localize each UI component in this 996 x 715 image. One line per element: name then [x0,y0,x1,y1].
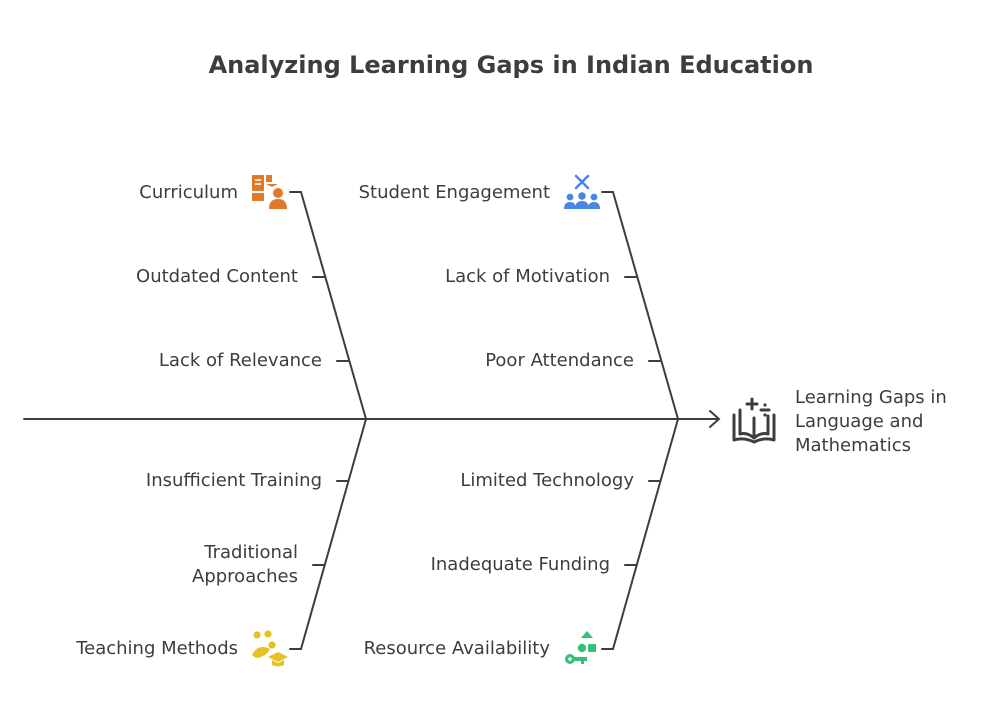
effect-label-line-2: Language and [795,411,924,432]
category-label-resource-availability: Resource Availability [363,638,550,659]
cause-label-outdated-content: Outdated Content [136,266,298,287]
cause-label-lack-of-relevance: Lack of Relevance [158,350,322,371]
cause-label-lack-of-motivation: Lack of Motivation [445,266,610,287]
category-label-curriculum: Curriculum [139,182,238,203]
bone-student-engagement [601,191,679,420]
bone-curriculum [289,191,367,420]
resources-icon [565,631,596,664]
diagram-title: Analyzing Learning Gaps in Indian Educat… [208,51,814,79]
effect-label-line-3: Mathematics [795,435,911,456]
cause-label-traditional-approaches: Traditional Approaches [192,542,298,587]
cause-label-insufficient-training: Insufficient Training [145,470,322,491]
cause-label-limited-technology: Limited Technology [460,470,634,491]
effect-label: Learning Gaps in Language and Mathematic… [795,386,947,458]
book-plus-icon [732,397,776,444]
spine-arrowhead [709,410,721,428]
effect-label-line-1: Learning Gaps in [795,387,947,408]
category-label-student-engagement: Student Engagement [358,182,550,203]
teaching-icon [252,630,288,667]
students-icon [564,174,600,209]
curriculum-icon [252,175,287,209]
category-label-teaching-methods: Teaching Methods [76,638,238,659]
bone-resource-availability [601,418,679,650]
bone-teaching-methods [289,418,367,650]
cause-label-inadequate-funding: Inadequate Funding [430,554,610,575]
cause-label-poor-attendance: Poor Attendance [485,350,634,371]
